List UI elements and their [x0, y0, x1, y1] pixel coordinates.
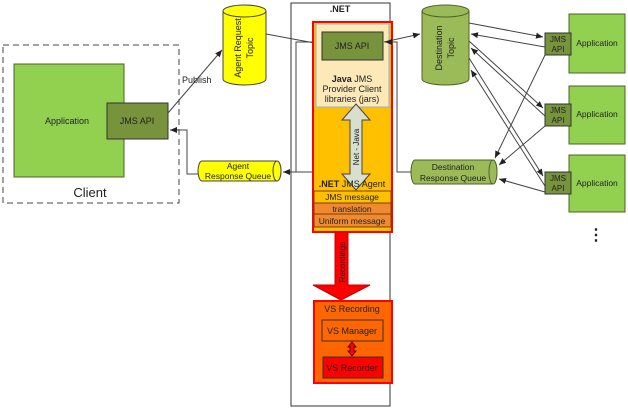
- application-label: Application: [576, 109, 618, 119]
- java-provider-label: Provider Client: [322, 84, 382, 94]
- java-jms-label: Java JMS: [332, 74, 373, 84]
- agent-request-topic: Agent Request Topic: [222, 4, 267, 86]
- agent-request-topic-label: Topic: [245, 37, 255, 59]
- client-application-box: [13, 63, 125, 178]
- vs-recording-label: VS Recording: [324, 304, 380, 314]
- uniform-message-row: [313, 213, 392, 228]
- destination-queue-to-agent-arrow: [385, 39, 411, 173]
- more-applications-ellipsis: ⋮: [588, 227, 604, 244]
- vs-recorder-box: [322, 356, 384, 379]
- app-jms-api-label: API: [552, 116, 565, 125]
- app-jms-api-label: JMS: [550, 106, 566, 115]
- app-jms-api-label: API: [552, 45, 565, 54]
- app-jms-api-label: JMS: [550, 35, 566, 44]
- app-jms-api-box: [544, 32, 572, 56]
- client-application-label: Application: [45, 116, 89, 126]
- app-jms-api-label: API: [552, 184, 565, 193]
- client-boundary: [2, 44, 180, 204]
- application-3: Application JMS API: [544, 154, 626, 213]
- queue-to-client-arrow: [170, 127, 198, 175]
- client-group: Application JMS API Client: [2, 44, 180, 204]
- vs-manager-box: [321, 319, 384, 342]
- net-jms-agent-label: .NET JMS Agent: [319, 179, 386, 189]
- destination-response-queue-label: Destination: [432, 162, 475, 172]
- net-jms-api-label: JMS API: [335, 41, 370, 51]
- application-box: [568, 154, 626, 213]
- application-connections: [468, 22, 546, 193]
- recordings-arrow: [312, 231, 371, 301]
- destination-response-queue-label: Response Queue: [420, 173, 486, 183]
- net-jms-api-box: [321, 31, 384, 61]
- vs-manager-label: VS Manager: [327, 326, 377, 336]
- app-jms-api-box: [544, 103, 572, 127]
- app-jms-api-box: [544, 171, 572, 195]
- application-label: Application: [576, 178, 618, 188]
- publish-label: Publish: [182, 75, 212, 85]
- client-jms-api-box: [106, 102, 169, 140]
- destination-topic-label: Destination: [434, 25, 444, 70]
- destination-topic: Destination Topic: [421, 4, 470, 86]
- app-jms-api-label: JMS: [550, 174, 566, 183]
- vs-recorder-label: VS Recorder: [326, 363, 378, 373]
- net-container: .NET JMS API Java JMS Provider Client li…: [290, 2, 393, 407]
- jms-message-label: JMS message: [325, 192, 379, 202]
- application-2: Application JMS API: [544, 85, 626, 145]
- agent-response-queue-label: Agent: [227, 161, 250, 171]
- application-label: Application: [576, 38, 618, 48]
- recordings-label: Recordings: [338, 242, 347, 282]
- agent-to-queue-line: [295, 41, 321, 173]
- agent-response-queue: Agent Response Queue: [197, 160, 282, 182]
- net-title: .NET: [330, 4, 351, 14]
- net-java-bridge-arrow: [340, 103, 372, 191]
- uniform-message-label: Uniform message: [319, 216, 386, 226]
- application-box: [568, 13, 626, 74]
- translation-label: translation: [332, 204, 371, 214]
- client-jms-api-label: JMS API: [120, 116, 155, 126]
- manager-recorder-arrow: [346, 341, 358, 357]
- application-1: Application JMS API: [544, 13, 626, 74]
- destination-response-queue: Destination Response Queue: [410, 159, 498, 185]
- destination-topic-label: Topic: [446, 37, 456, 59]
- net-java-bridge-label: Net - Java: [352, 128, 361, 165]
- client-label: Client: [73, 185, 107, 200]
- java-libraries-label: libraries (jars): [325, 94, 380, 104]
- publish-arrow: [167, 49, 223, 114]
- agent-response-queue-label: Response Queue: [205, 171, 271, 181]
- agent-request-topic-label: Agent Request: [233, 18, 243, 78]
